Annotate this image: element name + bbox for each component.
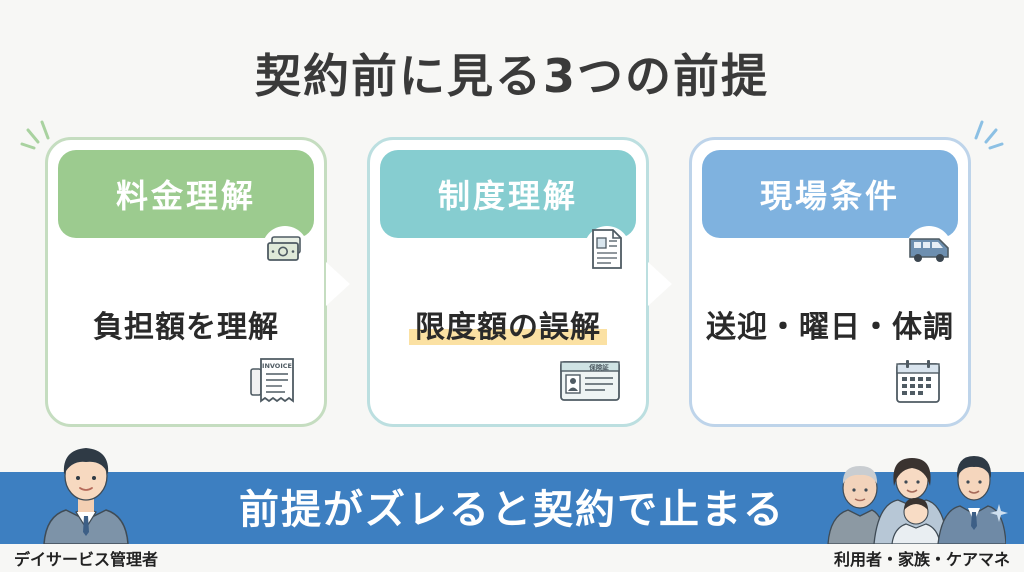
arrow-connector-2 <box>648 262 672 306</box>
highlight-text: 限度額の誤解 <box>409 310 607 345</box>
card-system-understanding: 制度理解 限度額の誤解 保険証 <box>367 137 649 427</box>
insurance-card-label: 保険証 <box>588 363 609 372</box>
sparkle-star-icon <box>990 504 1008 522</box>
card-header: 料金理解 <box>58 150 314 238</box>
card-header: 制度理解 <box>380 150 636 238</box>
card-body-text: 限度額の誤解 <box>370 302 646 346</box>
sparkle-lines-left-icon <box>20 120 50 150</box>
card-header: 現場条件 <box>702 150 958 238</box>
van-icon <box>906 226 952 272</box>
banner-message: 前提がズレると契約で止まる <box>239 487 785 533</box>
card-fee-understanding: 料金理解 負担額を理解 INVOICE <box>45 137 327 427</box>
page-title: 契約前に見る3つの前提 <box>254 49 769 103</box>
manager-avatar <box>43 448 129 544</box>
invoice-label: INVOICE <box>262 362 292 370</box>
calendar-icon <box>892 356 944 406</box>
money-icon <box>262 226 308 272</box>
caption-left: デイサービス管理者 <box>14 550 159 569</box>
insurance-card-icon: 保険証 <box>558 356 622 406</box>
family-group-avatar <box>827 456 1006 544</box>
document-icon <box>584 226 630 272</box>
card-body-text: 送迎・曜日・体調 <box>706 310 954 345</box>
sparkle-lines-right-icon <box>974 120 1004 150</box>
invoice-icon: INVOICE <box>248 356 300 406</box>
caption-right: 利用者・家族・ケアマネ <box>833 550 1010 569</box>
card-site-conditions: 現場条件 送迎・曜日・体調 <box>689 137 971 427</box>
arrow-connector-1 <box>326 262 350 306</box>
card-body-text: 負担額を理解 <box>93 310 279 345</box>
